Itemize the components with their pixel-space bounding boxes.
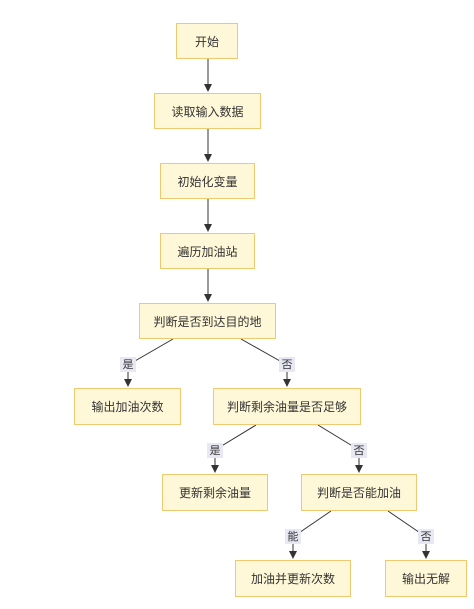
node-refuel-update-count: 加油并更新次数: [235, 560, 351, 597]
node-start: 开始: [176, 23, 238, 59]
node-output-no-solution: 输出无解: [385, 560, 467, 597]
edge-label-refuel-yes: 能: [285, 529, 301, 544]
edge-label-refuel-no: 否: [418, 529, 434, 544]
node-iterate-stations: 遍历加油站: [160, 233, 255, 269]
node-read-input: 读取输入数据: [154, 93, 261, 129]
node-init-vars: 初始化变量: [160, 163, 255, 199]
edge-label-fuel-yes: 是: [207, 443, 223, 458]
edge-label-dest-yes: 是: [120, 357, 136, 372]
node-check-fuel-enough: 判断剩余油量是否足够: [213, 388, 361, 425]
edge-label-dest-no: 否: [279, 357, 295, 372]
node-check-can-refuel: 判断是否能加油: [301, 474, 417, 511]
node-output-refuel-count: 输出加油次数: [74, 388, 181, 425]
node-update-fuel: 更新剩余油量: [162, 474, 268, 511]
node-check-destination: 判断是否到达目的地: [139, 303, 276, 339]
edge-label-fuel-no: 否: [351, 443, 367, 458]
